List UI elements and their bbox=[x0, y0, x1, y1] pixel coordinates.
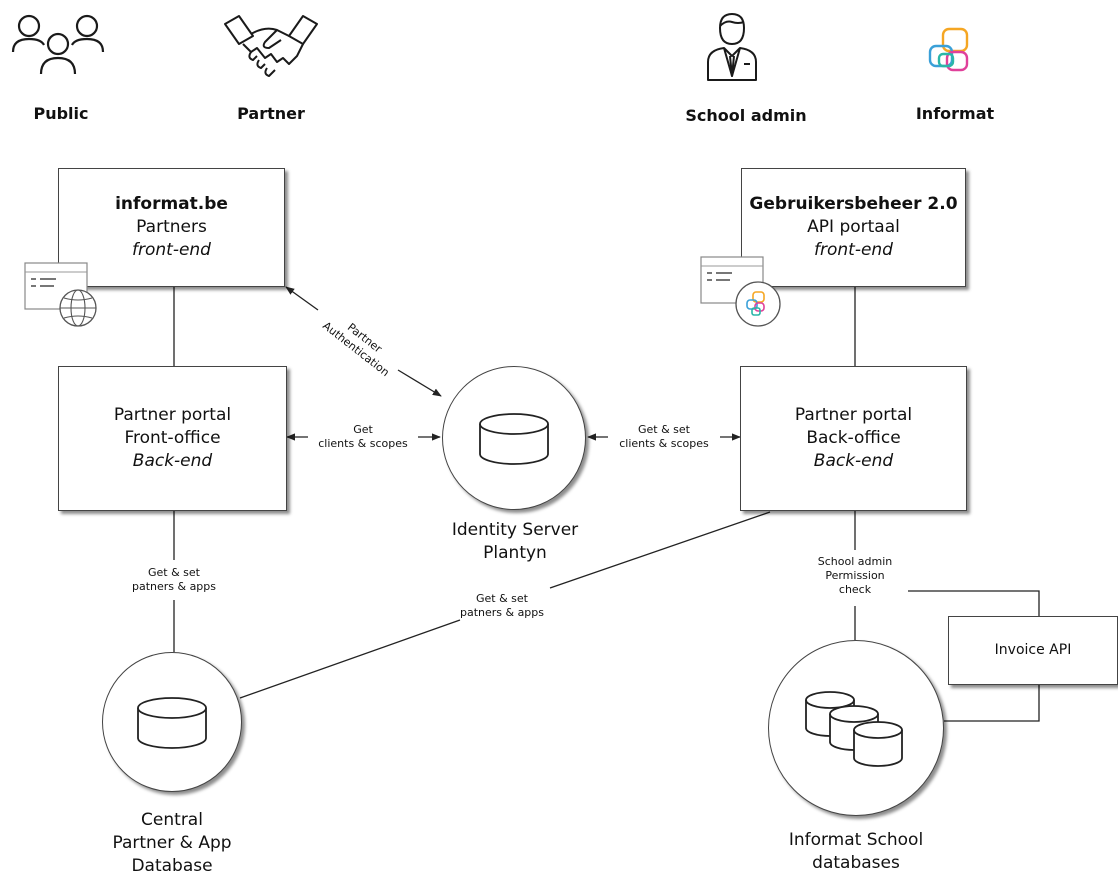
web-app-globe-icon bbox=[24, 262, 100, 333]
informat-be-title: informat.be bbox=[115, 194, 228, 214]
back-central-label: Get & set patners & apps bbox=[446, 592, 558, 620]
permission-check-label: School admin Permission check bbox=[802, 555, 908, 597]
front-central-line2: patners & apps bbox=[131, 580, 217, 593]
school-databases-line1: Informat School bbox=[788, 830, 924, 850]
edge-permission-invoice bbox=[897, 590, 1040, 616]
back-office-title: Partner portal bbox=[794, 405, 913, 425]
school-databases-line2: databases bbox=[812, 853, 900, 873]
database-icon bbox=[479, 413, 549, 465]
edge-back-central-a bbox=[549, 511, 771, 589]
actor-informat-label: Informat bbox=[915, 104, 995, 123]
identity-server-caption: Identity Server Plantyn bbox=[420, 519, 610, 565]
database-icon bbox=[137, 697, 207, 749]
back-central-line1: Get & set bbox=[476, 592, 528, 605]
central-database-line1: Central bbox=[141, 810, 203, 830]
edge-invoice-school bbox=[944, 685, 1040, 722]
identity-server-name: Identity Server bbox=[451, 520, 579, 540]
edge-back-central-b bbox=[239, 619, 461, 699]
back-office-subtitle: Back-office bbox=[806, 428, 901, 448]
edge-partner-auth-a bbox=[285, 286, 319, 311]
partner-portal-front-office-box: Partner portal Front-office Back-end bbox=[58, 366, 287, 511]
gebruikersbeheer-title: Gebruikersbeheer 2.0 bbox=[749, 194, 958, 214]
gebruikersbeheer-tier: front-end bbox=[814, 240, 893, 260]
identity-back-label: Get & set clients & scopes bbox=[608, 423, 720, 451]
informat-be-box: informat.be Partners front-end bbox=[58, 168, 285, 287]
handshake-icon bbox=[221, 14, 321, 83]
gebruikersbeheer-subtitle: API portaal bbox=[807, 217, 900, 237]
central-database-line3: Database bbox=[131, 856, 213, 876]
school-databases-caption: Informat School databases bbox=[756, 829, 956, 875]
invoice-api-label: Invoice API bbox=[994, 642, 1072, 658]
partner-portal-back-office-box: Partner portal Back-office Back-end bbox=[740, 366, 967, 511]
invoice-api-box: Invoice API bbox=[948, 616, 1118, 685]
front-office-title: Partner portal bbox=[113, 405, 232, 425]
central-database-caption: Central Partner & App Database bbox=[82, 809, 262, 878]
edge-partner-auth-b bbox=[397, 369, 442, 397]
school-databases-node bbox=[768, 640, 944, 816]
web-app-informat-icon bbox=[700, 256, 786, 335]
identity-server-node bbox=[442, 366, 586, 510]
multiple-databases-icon bbox=[805, 691, 903, 767]
identity-back-line1: Get & set bbox=[638, 423, 690, 436]
people-icon bbox=[8, 12, 108, 83]
actor-school-admin-label: School admin bbox=[685, 106, 807, 125]
informat-be-tier: front-end bbox=[132, 240, 211, 260]
front-identity-line2: clients & scopes bbox=[318, 437, 408, 450]
identity-server-owner: Plantyn bbox=[483, 543, 547, 563]
back-office-tier: Back-end bbox=[813, 451, 894, 471]
permission-check-line3: check bbox=[838, 583, 872, 596]
central-database-node bbox=[102, 652, 242, 792]
informat-logo-icon bbox=[927, 26, 973, 81]
front-identity-label: Get clients & scopes bbox=[308, 423, 418, 451]
front-office-tier: Back-end bbox=[132, 451, 213, 471]
back-central-line2: patners & apps bbox=[459, 606, 545, 619]
front-central-label: Get & set patners & apps bbox=[118, 566, 230, 594]
central-database-line2: Partner & App bbox=[112, 833, 232, 853]
gebruikersbeheer-box: Gebruikersbeheer 2.0 API portaal front-e… bbox=[741, 168, 966, 287]
permission-check-line2: Permission bbox=[825, 569, 885, 582]
actor-partner-label: Partner bbox=[237, 104, 305, 123]
businessman-icon bbox=[706, 10, 758, 87]
informat-be-subtitle: Partners bbox=[136, 217, 207, 237]
actor-public-label: Public bbox=[33, 104, 89, 123]
permission-check-line1: School admin bbox=[817, 555, 893, 568]
front-central-line1: Get & set bbox=[148, 566, 200, 579]
identity-back-line2: clients & scopes bbox=[619, 437, 709, 450]
front-office-subtitle: Front-office bbox=[124, 428, 221, 448]
front-identity-line1: Get bbox=[353, 423, 373, 436]
